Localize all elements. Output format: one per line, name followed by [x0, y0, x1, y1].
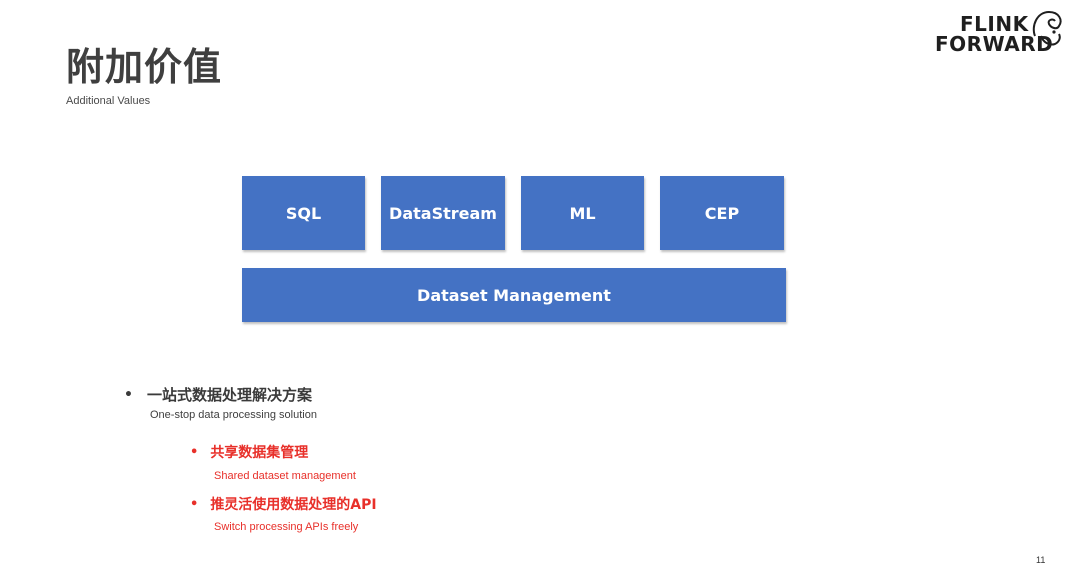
block-cep: CEP: [660, 176, 784, 250]
bullet-item-label: 推灵活使用数据处理的API: [210, 497, 377, 513]
page-subtitle: Additional Values: [66, 95, 151, 107]
block-dataset-management: Dataset Management: [242, 268, 786, 322]
bullet-dot-icon: •: [124, 386, 133, 403]
page-number: 11: [1036, 555, 1046, 565]
bullet-item-label: 共享数据集管理: [210, 445, 309, 461]
bullet-item-sub: Switch processing APIs freely: [214, 521, 359, 533]
bullet-main-label: 一站式数据处理解决方案: [146, 386, 312, 404]
squirrel-icon: [1032, 10, 1062, 46]
block-datastream: DataStream: [381, 176, 505, 250]
bullet-dot-icon: •: [190, 496, 199, 512]
block-sql: SQL: [242, 176, 365, 250]
logo-line1: FLINK: [960, 12, 1029, 36]
bullet-main: • 一站式数据处理解决方案: [124, 384, 312, 405]
bullet-item-flexible-api: • 推灵活使用数据处理的API: [190, 494, 377, 514]
bullet-item-sub: Shared dataset management: [214, 470, 356, 482]
bullet-main-sub: One-stop data processing solution: [150, 409, 317, 421]
logo-line2: FORWARD: [935, 32, 1054, 56]
bullet-dot-icon: •: [190, 444, 199, 460]
bullet-item-shared-dataset: • 共享数据集管理: [190, 442, 308, 462]
block-ml: ML: [521, 176, 644, 250]
page-title: 附加价值: [66, 45, 223, 89]
flink-forward-logo: FLINK FORWARD: [935, 10, 1065, 60]
